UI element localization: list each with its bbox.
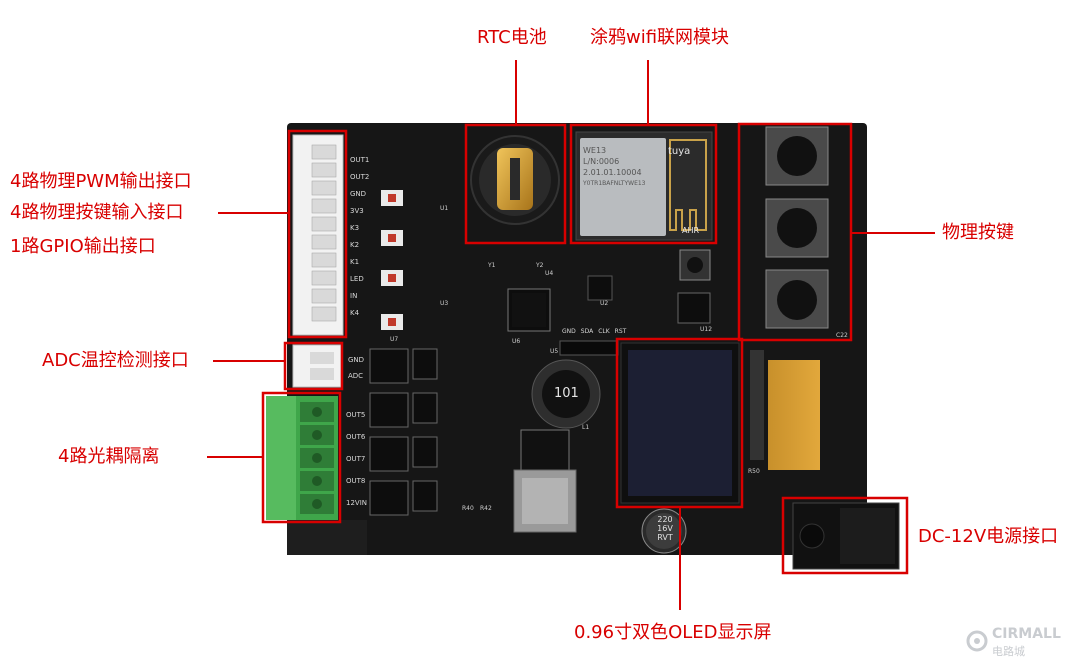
silk-hdr-clk: CLK	[598, 328, 610, 335]
inductor-marking: 101	[554, 386, 579, 401]
silk-u1: U1	[440, 205, 449, 212]
silk-u7: U7	[390, 336, 399, 343]
oled-display-panel	[620, 342, 740, 504]
label-wifi-module: 涂鸦wifi联网模块	[590, 27, 730, 48]
silk-k3: K3	[350, 224, 360, 232]
leader-lines	[207, 60, 935, 610]
silk-y1: Y1	[488, 262, 496, 269]
silk-u2: U2	[600, 300, 609, 307]
adc-connector	[292, 344, 342, 388]
watermark-logo: CIRMALL 电路城	[966, 624, 1070, 660]
rtc-battery-holder	[470, 135, 560, 225]
wifi-module-text-2: L/N:0006	[583, 157, 620, 166]
label-oled: 0.96寸双色OLED显示屏	[574, 622, 772, 643]
wifi-brand-text: tuya	[668, 146, 691, 157]
label-rtc-battery: RTC电池	[477, 27, 547, 48]
silk-gnd: GND	[350, 190, 367, 198]
silk-in: IN	[350, 292, 358, 300]
silk-r42: R42	[480, 505, 492, 512]
watermark-sub: 电路城	[992, 645, 1025, 658]
silk-u5: U5	[550, 348, 559, 355]
wifi-module-text-4: Y0TR1BAFNLTYWE13	[583, 180, 646, 187]
silk-out2: OUT2	[350, 173, 370, 181]
silk-l1: L1	[582, 424, 590, 431]
silk-y2: Y2	[536, 262, 544, 269]
inductor	[531, 359, 601, 429]
silk-adc-gnd: GND	[348, 356, 365, 364]
label-dc-power: DC-12V电源接口	[918, 526, 1059, 547]
wifi-corner-text: AHR	[682, 226, 700, 235]
pwm-key-gpio-connector	[292, 134, 344, 336]
optocouplers	[369, 348, 438, 516]
tactile-switches	[765, 126, 829, 329]
capacitor-text-3: RVT	[657, 533, 673, 542]
silk-c22: C22	[836, 332, 848, 339]
silk-k4: K4	[350, 309, 360, 317]
mcu-chip	[507, 288, 551, 332]
silk-out5: OUT5	[346, 411, 366, 419]
silk-adc: ADC	[348, 372, 364, 380]
silk-u4: U4	[545, 270, 554, 277]
wifi-module-text-3: 2.01.01.10004	[583, 168, 642, 177]
silk-u6: U6	[512, 338, 521, 345]
label-key-input: 4路物理按键输入接口	[10, 202, 184, 223]
silk-r40: R40	[462, 505, 474, 512]
silk-12vin: 12VIN	[346, 499, 367, 507]
wifi-module-board	[575, 131, 713, 241]
circuit-logo-icon	[966, 630, 988, 652]
label-physical-keys: 物理按键	[942, 222, 1014, 243]
label-pwm-output: 4路物理PWM输出接口	[10, 171, 192, 192]
watermark-brand: CIRMALL	[992, 626, 1061, 642]
silk-out6: OUT6	[346, 433, 366, 441]
electrolytic-capacitor	[641, 508, 687, 554]
silk-u12: U12	[700, 326, 713, 333]
silk-out8: OUT8	[346, 477, 366, 485]
silk-u3: U3	[440, 300, 449, 307]
silk-led: LED	[350, 275, 364, 283]
silk-out7: OUT7	[346, 455, 366, 463]
silk-r50: R50	[748, 468, 760, 475]
silk-3v3: 3V3	[350, 207, 364, 215]
silk-k1: K1	[350, 258, 360, 266]
label-optocoupler: 4路光耦隔离	[58, 446, 160, 467]
silk-k2: K2	[350, 241, 360, 249]
capacitor-text-1: 220	[657, 515, 673, 524]
silk-hdr-gnd: GND	[562, 328, 576, 335]
terminal-block	[266, 396, 338, 520]
capacitor-text-2: 16V	[657, 524, 673, 533]
silk-out1: OUT1	[350, 156, 370, 164]
dc-jack	[792, 502, 900, 570]
silk-hdr-sda: SDA	[580, 328, 594, 335]
silk-hdr-rst: RST	[614, 328, 627, 335]
label-gpio-output: 1路GPIO输出接口	[10, 236, 156, 257]
label-adc: ADC温控检测接口	[42, 350, 189, 371]
wifi-module-text-1: WE13	[583, 146, 607, 155]
